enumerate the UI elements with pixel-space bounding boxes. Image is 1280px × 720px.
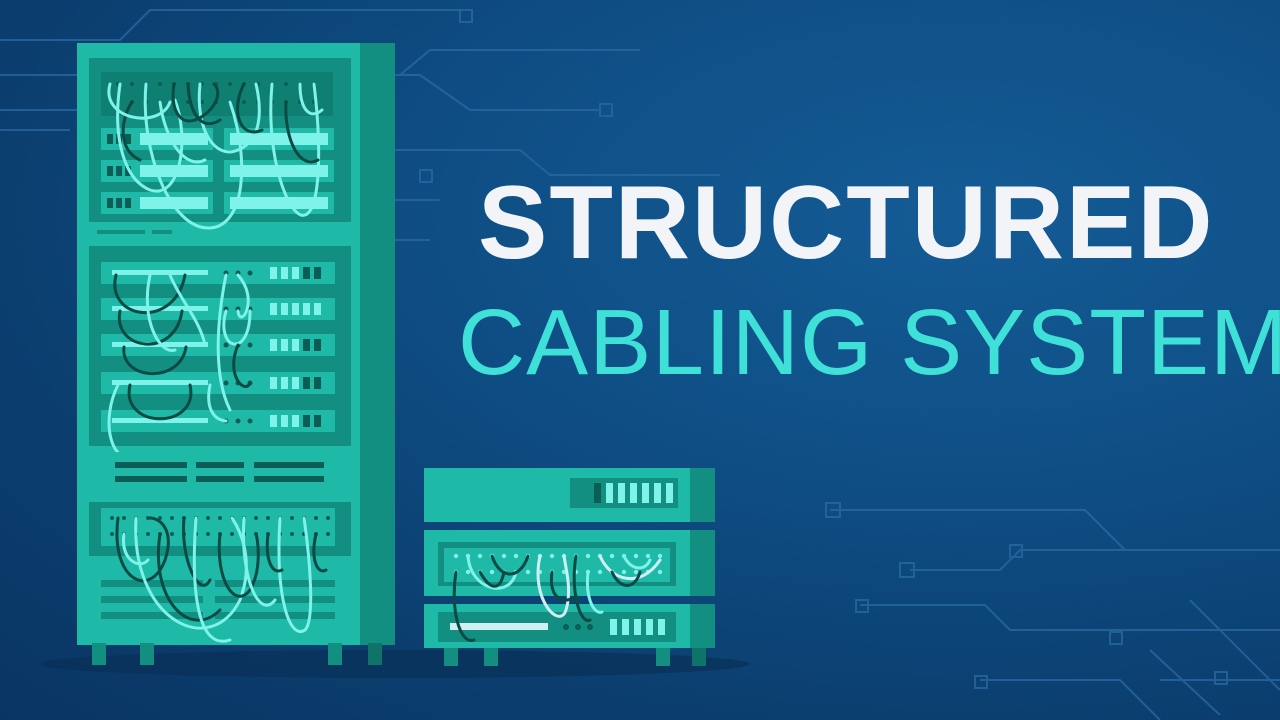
subheadline: CABLING SYSTEM <box>458 290 1280 394</box>
headline: STRUCTURED <box>478 165 1215 281</box>
